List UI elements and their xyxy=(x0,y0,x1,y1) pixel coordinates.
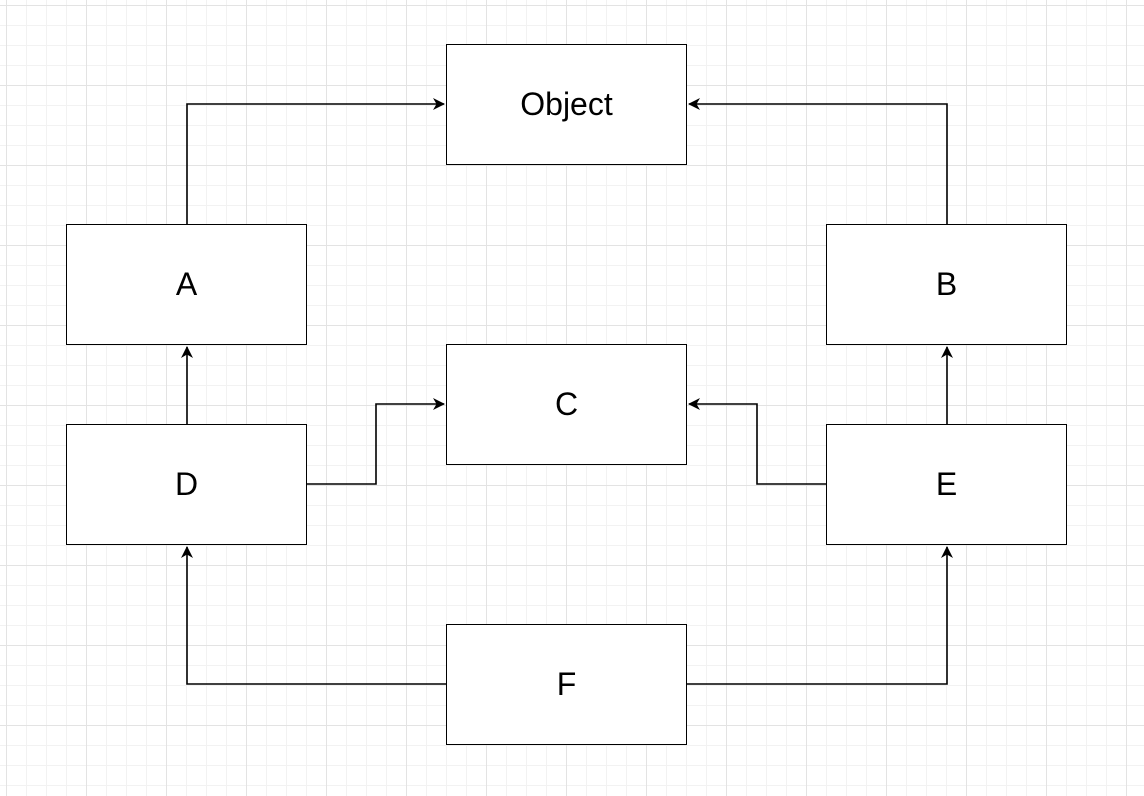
edge-b-to-object[interactable] xyxy=(688,98,948,224)
node-e[interactable]: E xyxy=(826,424,1067,545)
edge-e-to-c[interactable] xyxy=(688,398,826,485)
edge-d-to-c[interactable] xyxy=(307,398,445,485)
node-c-label: C xyxy=(554,386,579,422)
node-e-label: E xyxy=(935,466,958,502)
node-object-label: Object xyxy=(520,86,613,122)
node-d-label: D xyxy=(174,466,199,502)
node-a-label: A xyxy=(175,266,198,302)
node-b-label: B xyxy=(935,266,958,302)
edge-a-to-object[interactable] xyxy=(186,98,445,224)
node-c[interactable]: C xyxy=(446,344,687,465)
node-b[interactable]: B xyxy=(826,224,1067,345)
node-f-label: F xyxy=(556,666,577,702)
edge-f-to-d[interactable] xyxy=(181,546,446,685)
node-object[interactable]: Object xyxy=(446,44,687,165)
edge-f-to-e[interactable] xyxy=(687,546,953,685)
node-f[interactable]: F xyxy=(446,624,687,745)
node-d[interactable]: D xyxy=(66,424,307,545)
node-a[interactable]: A xyxy=(66,224,307,345)
